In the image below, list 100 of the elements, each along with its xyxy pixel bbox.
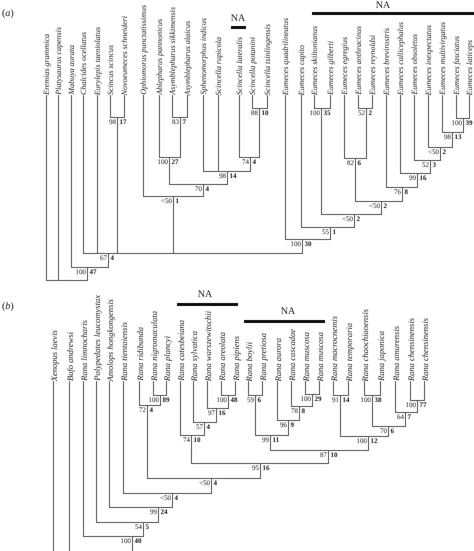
taxon-name: Scincus scincus — [106, 45, 114, 95]
taxon-name: Eumeces laticeps — [466, 40, 474, 95]
taxon-name: Rana muscosa — [301, 332, 310, 381]
branch-line — [414, 94, 415, 160]
branch-line — [143, 522, 144, 536]
taxon-name: Rana warszewitschii — [203, 310, 212, 381]
branch-line — [252, 94, 253, 108]
branch-line — [285, 94, 286, 240]
taxon-name: Rana plancyi — [162, 336, 171, 381]
taxon-name: Chalcides ocellatus — [80, 32, 88, 95]
branch-line — [270, 436, 271, 450]
branch-line — [46, 94, 47, 280]
branch-line — [333, 380, 334, 396]
branch-line — [110, 94, 111, 118]
branch-line — [147, 406, 148, 478]
branch-line — [97, 94, 98, 254]
panel-label: (b) — [2, 302, 14, 312]
branch-line — [169, 158, 170, 184]
branch-line — [366, 108, 367, 158]
branch-line — [400, 94, 401, 174]
branch-line — [291, 380, 292, 406]
branch-line — [166, 380, 167, 396]
branch-line — [340, 396, 341, 436]
taxon-name: Xenopus laevis — [49, 330, 58, 381]
branch-line — [173, 196, 174, 254]
taxon-name: Rana tientaiensis — [119, 322, 128, 381]
branch-line — [132, 536, 133, 551]
taxon-name: Mabuya aurata — [68, 45, 76, 95]
branch-line — [191, 436, 192, 464]
branch-line — [250, 158, 251, 172]
taxon-name: Eumeces inexpectatus — [424, 24, 432, 95]
branch-line — [395, 380, 396, 412]
branch-line — [442, 94, 443, 132]
taxon-name: Rana sylvatica — [189, 330, 198, 381]
taxon-name: Eumeces multivirgatus — [438, 22, 446, 95]
taxon-name: Rana chensinensis — [420, 318, 429, 381]
branch-line — [123, 380, 124, 494]
branch-line — [417, 174, 418, 188]
branch-line — [440, 148, 441, 160]
branch-line — [172, 494, 173, 508]
group-label: NA — [376, 1, 390, 11]
branch-line — [203, 184, 204, 196]
branch-line — [410, 380, 411, 400]
branch-line — [305, 380, 306, 394]
taxon-name: Eumeces skiltonianus — [310, 26, 318, 95]
taxon-name: Eumeces brevirostris — [382, 28, 390, 95]
branch-line — [58, 94, 59, 280]
taxon-name: Rana pretiosa — [258, 333, 267, 381]
taxon-name: Scincella lateralis — [236, 37, 244, 95]
branch-line — [180, 380, 181, 436]
branch-line — [239, 94, 240, 158]
taxon-name: Platysaurus capensis — [54, 27, 62, 95]
taxon-name: Scincella tsinlingensis — [264, 24, 272, 95]
taxon-name: Rana muscosa — [315, 332, 324, 381]
branch-line — [53, 380, 54, 551]
taxon-name: Eumeces reynoldsi — [368, 35, 376, 95]
branch-line — [424, 380, 425, 400]
branch-line — [302, 240, 303, 254]
taxon-name: Polypedates leucomystax — [92, 295, 101, 381]
taxon-name: Eumeces obsoletus — [410, 34, 418, 95]
branch-line — [402, 188, 403, 202]
branch-line — [216, 408, 217, 422]
branch-line — [83, 94, 84, 254]
branch-line — [299, 406, 300, 420]
taxon-name: Rana chensinensis — [406, 318, 415, 381]
group-label: NA — [230, 14, 246, 24]
branch-line — [83, 380, 84, 536]
taxon-name: Eurylepis taeniolatus — [94, 26, 102, 95]
taxon-name: Rana pipiens — [231, 336, 240, 381]
taxon-name: Eumeces quadrilineatus — [282, 18, 290, 95]
branch-line — [259, 108, 260, 158]
taxon-name: Rana chaochiaoensis — [360, 308, 369, 381]
taxon-name: Rana macrocnemis — [329, 316, 338, 381]
branch-line — [96, 380, 97, 522]
branch-line — [248, 380, 249, 396]
taxon-name: Eumeces gilberti — [326, 41, 334, 95]
taxon-name: Scincella rupicola — [214, 36, 222, 95]
branch-line — [108, 254, 109, 268]
branch-line — [463, 118, 464, 132]
branch-line — [330, 228, 331, 240]
branch-line — [301, 94, 302, 228]
branch-line — [180, 118, 181, 158]
taxon-name: Rana amurensis — [391, 326, 400, 381]
branch-line — [160, 396, 161, 406]
branch-line — [428, 94, 429, 148]
taxon-name: Rana aurora — [273, 338, 282, 381]
branch-line — [430, 160, 431, 174]
taxon-name: Eumeces fasciatus — [452, 36, 460, 95]
taxon-name: Rana japonica — [376, 331, 385, 381]
branch-line — [228, 396, 229, 408]
branch-line — [255, 396, 256, 436]
taxon-name: Eremias grammica — [42, 34, 50, 95]
branch-line — [364, 380, 365, 396]
branch-line — [153, 380, 154, 396]
taxon-name: Eumeces anthracinus — [354, 26, 362, 95]
branch-line — [330, 94, 331, 108]
branch-line — [277, 380, 278, 420]
branch-line — [319, 380, 320, 394]
taxon-name: Asymblepharus sikkimensis — [168, 7, 176, 95]
taxon-name: Rana temporaria — [344, 322, 353, 381]
